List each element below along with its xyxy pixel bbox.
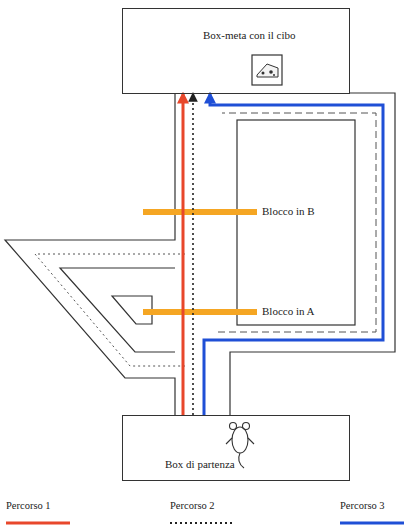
legend-text: Percorso 3 [340, 500, 385, 511]
legend-text: Percorso 2 [170, 500, 215, 511]
route-arrow [182, 94, 185, 415]
block-label: Blocco in B [260, 205, 317, 218]
cheese-icon [252, 55, 282, 85]
block-bar [143, 209, 257, 215]
maze-walls [5, 93, 395, 415]
legend-sample [340, 522, 404, 525]
legend-sample [6, 522, 70, 525]
route-arrow [192, 94, 194, 415]
goal-box: Box-meta con il cibo [122, 8, 350, 94]
box-title: Box di partenza [165, 458, 235, 471]
route-arrow [204, 94, 383, 415]
start-box: Box di partenza [122, 415, 350, 481]
block-label: Blocco in A [260, 305, 317, 318]
block-bar [143, 309, 257, 315]
box-title: Box-meta con il cibo [203, 29, 296, 42]
legend-sample [170, 522, 234, 524]
legend-text: Percorso 1 [6, 500, 51, 511]
